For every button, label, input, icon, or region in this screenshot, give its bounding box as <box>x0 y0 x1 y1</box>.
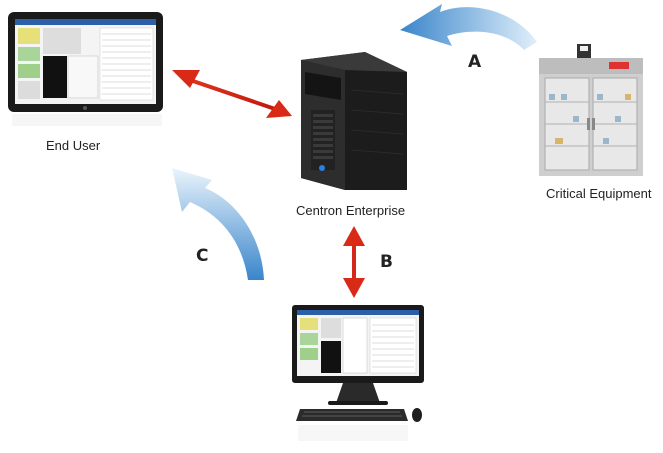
flow-label-c: C <box>196 246 209 266</box>
server-label: Centron Enterprise <box>296 203 406 218</box>
arrow-b <box>343 226 365 298</box>
server-device <box>301 52 407 190</box>
flow-label-b: B <box>380 252 393 272</box>
arrow-c <box>172 168 264 280</box>
end-user-label: End User <box>46 138 101 153</box>
tablet-device <box>8 12 163 126</box>
workstation-device <box>292 305 424 441</box>
arrow-enduser-server <box>172 70 292 118</box>
flow-label-a: A <box>468 52 482 72</box>
arrow-a <box>400 4 537 50</box>
equipment-label: Critical Equipment <box>546 186 652 201</box>
equipment-device <box>539 44 643 176</box>
